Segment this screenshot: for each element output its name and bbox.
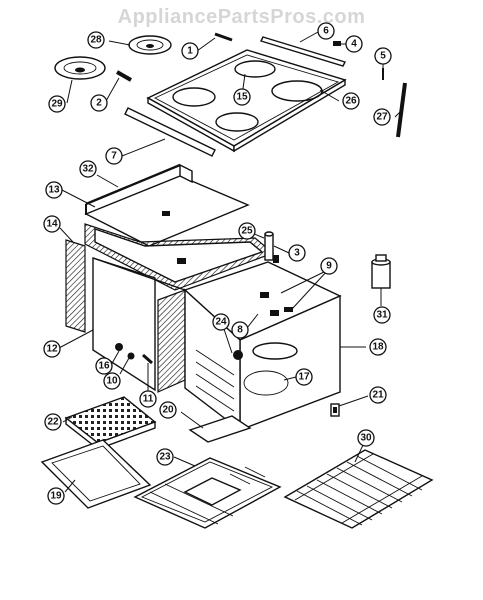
callout-23: 23 (156, 448, 174, 466)
callout-8: 8 (231, 321, 249, 339)
callout-17: 17 (295, 368, 313, 386)
callout-6: 6 (317, 22, 335, 40)
oven-rack-part (133, 457, 282, 529)
trim-strip-part (260, 36, 346, 67)
leader-lines (58, 31, 403, 493)
svg-text:21: 21 (372, 390, 384, 401)
callout-3: 3 (288, 244, 306, 262)
callout-25: 25 (238, 222, 256, 240)
callout-18: 18 (369, 338, 387, 356)
oven-liner-part (183, 261, 342, 432)
callout-26: 26 (342, 92, 360, 110)
callout-30: 30 (357, 429, 375, 447)
callout-32: 32 (79, 160, 97, 178)
clip-part (333, 41, 341, 46)
cabinet-body-part (92, 257, 186, 392)
svg-text:15: 15 (236, 92, 248, 103)
svg-text:28: 28 (90, 35, 102, 46)
svg-text:9: 9 (326, 261, 332, 272)
knob-part (115, 343, 153, 365)
svg-text:8: 8 (237, 325, 243, 336)
svg-text:27: 27 (376, 112, 388, 123)
callout-11: 11 (139, 390, 157, 408)
oven-rack-part (283, 449, 434, 529)
svg-text:7: 7 (111, 151, 117, 162)
svg-text:5: 5 (380, 51, 386, 62)
svg-text:25: 25 (241, 226, 253, 237)
svg-text:19: 19 (50, 491, 62, 502)
callout-12: 12 (43, 340, 61, 358)
svg-text:12: 12 (46, 344, 58, 355)
vent-tube-part (264, 231, 279, 263)
svg-text:32: 32 (82, 164, 94, 175)
svg-text:16: 16 (98, 361, 110, 372)
svg-text:1: 1 (187, 46, 193, 57)
callout-31: 31 (373, 306, 391, 324)
watermark-text: AppliancePartsPros.com (117, 6, 366, 28)
svg-text:3: 3 (294, 248, 300, 259)
callout-7: 7 (105, 147, 123, 165)
svg-text:4: 4 (351, 39, 357, 50)
callout-14: 14 (43, 215, 61, 233)
svg-text:29: 29 (51, 99, 63, 110)
callout-20: 20 (159, 401, 177, 419)
canister-part (371, 254, 391, 289)
callout-15: 15 (233, 88, 251, 106)
svg-text:31: 31 (376, 310, 388, 321)
callout-29: 29 (48, 95, 66, 113)
drip-bowl-large-part (54, 56, 106, 80)
callout-22: 22 (44, 413, 62, 431)
svg-text:17: 17 (298, 372, 310, 383)
front-trim-part (124, 107, 216, 157)
svg-text:14: 14 (46, 219, 58, 230)
callout-13: 13 (45, 181, 63, 199)
svg-text:13: 13 (48, 185, 60, 196)
svg-text:24: 24 (215, 317, 227, 328)
screw-part (116, 70, 132, 82)
screw-part (214, 32, 233, 42)
callout-5: 5 (374, 47, 392, 65)
callout-27: 27 (373, 108, 391, 126)
svg-text:20: 20 (162, 405, 174, 416)
svg-text:6: 6 (323, 26, 329, 37)
broiler-pan-part (40, 439, 152, 509)
broiler-grid-part (64, 396, 157, 451)
svg-text:26: 26 (345, 96, 357, 107)
svg-text:22: 22 (47, 417, 59, 428)
callout-19: 19 (47, 487, 65, 505)
plate-part (188, 415, 252, 443)
drip-bowl-small-part (128, 35, 172, 55)
callout-28: 28 (87, 31, 105, 49)
svg-text:11: 11 (143, 394, 154, 405)
callout-24: 24 (212, 313, 230, 331)
callout-9: 9 (320, 257, 338, 275)
callout-16: 16 (95, 357, 113, 375)
svg-text:30: 30 (360, 433, 372, 444)
top-panel-part (84, 163, 250, 247)
svg-text:10: 10 (106, 376, 118, 387)
callout-1: 1 (181, 42, 199, 60)
bracket-part (330, 403, 340, 417)
svg-text:2: 2 (96, 98, 102, 109)
callout-2: 2 (90, 94, 108, 112)
callout-4: 4 (345, 35, 363, 53)
callout-21: 21 (369, 386, 387, 404)
callout-10: 10 (103, 372, 121, 390)
svg-text:18: 18 (372, 342, 384, 353)
svg-text:23: 23 (159, 452, 171, 463)
insulation-blanket-part (65, 223, 275, 393)
